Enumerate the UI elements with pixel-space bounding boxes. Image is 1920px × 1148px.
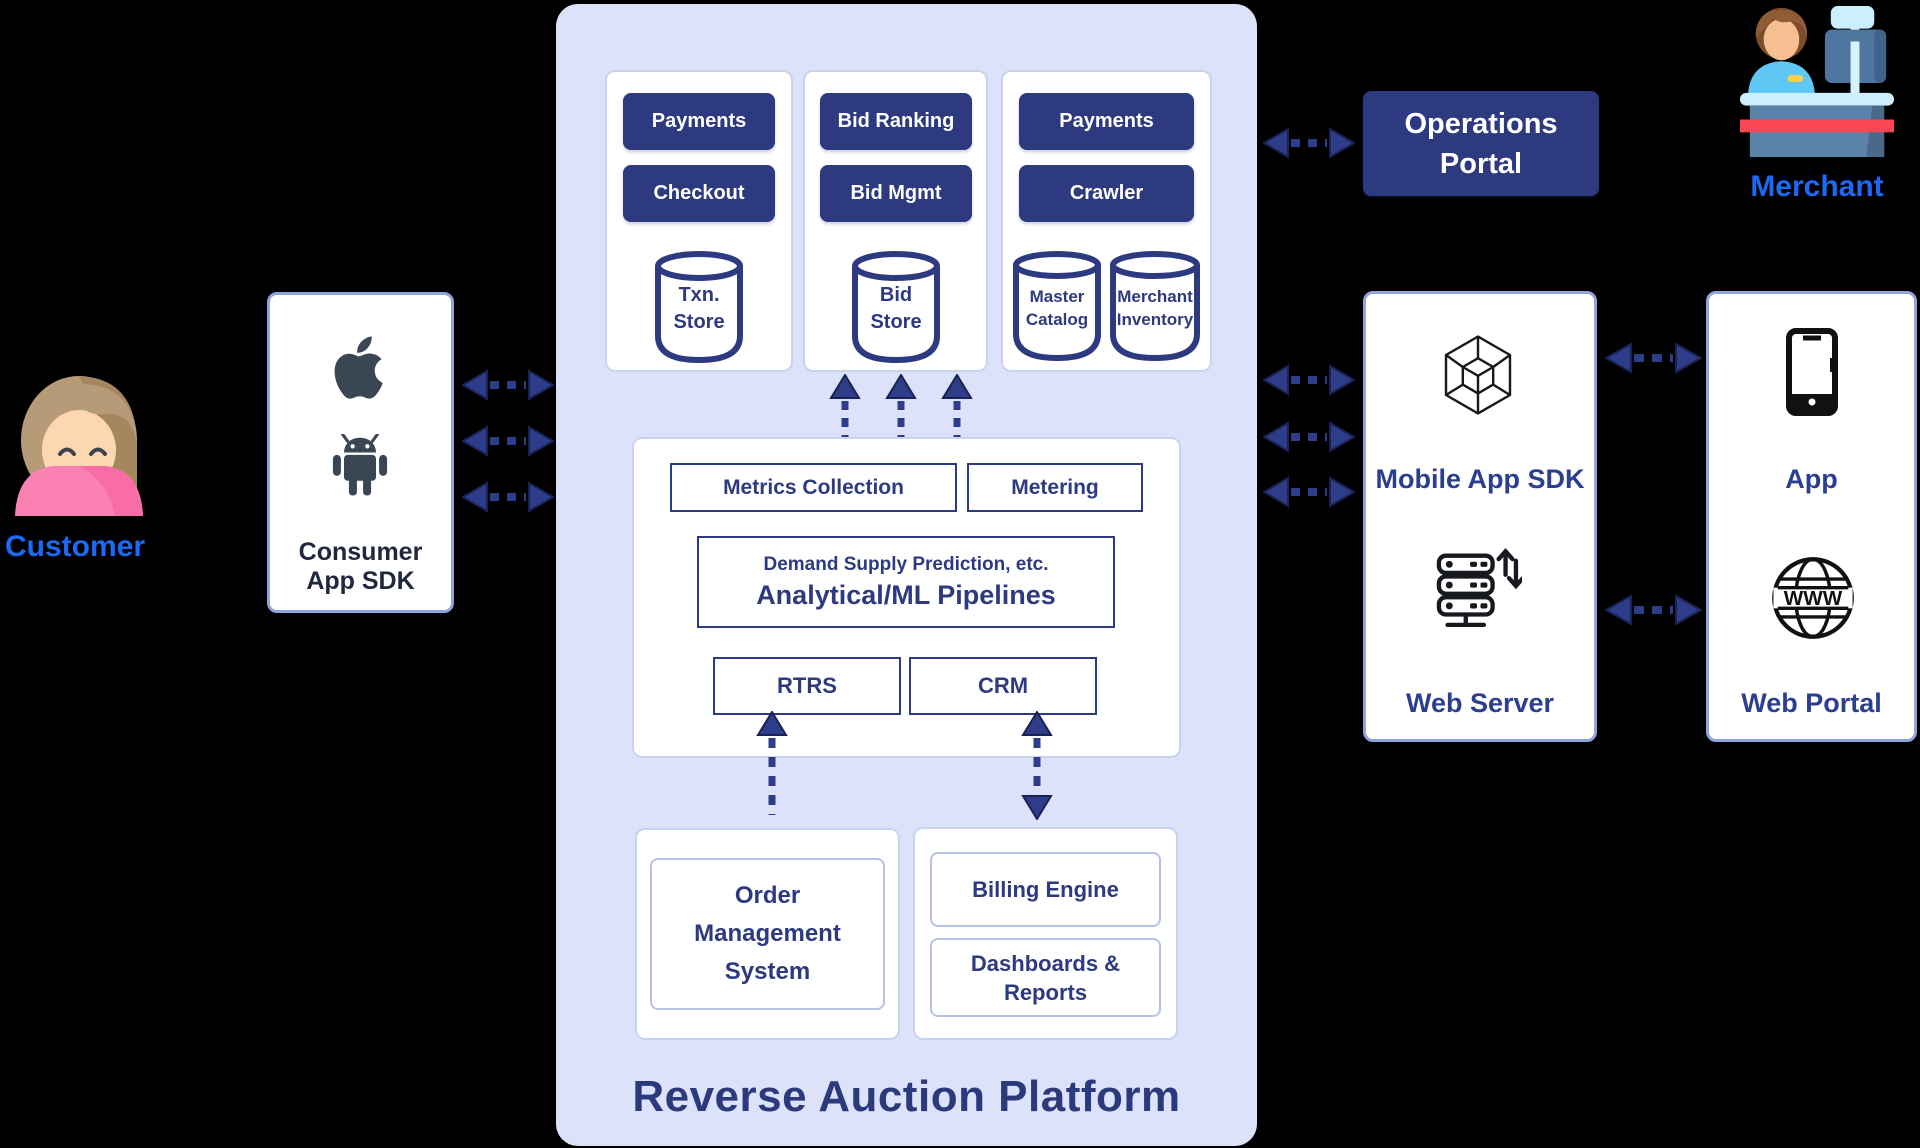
operations-portal-line2: Portal bbox=[1439, 147, 1523, 180]
dashed-arrow-consumer-1 bbox=[462, 369, 554, 401]
master-catalog-database: Master Catalog bbox=[1011, 250, 1103, 362]
oms-line3: System bbox=[724, 958, 811, 985]
bid-ranking-service: Bid Ranking bbox=[820, 93, 972, 150]
www-globe-icon: WWW bbox=[1772, 557, 1854, 639]
app-web-portal-box bbox=[1706, 291, 1917, 742]
merchant-label: Merchant bbox=[1750, 170, 1884, 203]
database-cylinder-icon bbox=[1110, 251, 1200, 362]
customer-icon bbox=[15, 376, 143, 516]
txn-store-label: Txn. Store bbox=[673, 284, 725, 333]
billing-engine: Billing Engine bbox=[930, 852, 1161, 927]
metering-label: Metering bbox=[1011, 475, 1099, 499]
database-cylinder-icon bbox=[1013, 251, 1101, 362]
merchant-inventory-database: Merchant Inventory bbox=[1108, 250, 1202, 362]
platform-title: Reverse Auction Platform bbox=[632, 1072, 1181, 1121]
order-management-system: Order Management System bbox=[650, 858, 885, 1010]
metrics-collection-label: Metrics Collection bbox=[723, 475, 904, 499]
database-cylinder-icon bbox=[655, 251, 743, 364]
payments-service-label: Payments bbox=[651, 110, 747, 132]
checkout-service-label: Checkout bbox=[653, 182, 745, 204]
merchant-inventory-label: Merchant Inventory bbox=[1116, 287, 1194, 329]
merchant-icon bbox=[1739, 5, 1895, 158]
pipeline-title: Analytical/ML Pipelines bbox=[756, 579, 1056, 610]
mobile-app-sdk-label: Mobile App SDK bbox=[1375, 464, 1585, 494]
mobile-sdk-box bbox=[1363, 291, 1597, 742]
dashed-arrow-rtrs-oms bbox=[756, 711, 788, 815]
web-portal-label: Web Portal bbox=[1741, 688, 1882, 718]
database-cylinder-icon bbox=[852, 251, 940, 364]
cube-sdk-icon bbox=[1444, 335, 1512, 415]
operations-portal-line1: Operations bbox=[1404, 107, 1558, 140]
dashed-arrow-sdk-app bbox=[1605, 342, 1702, 374]
globe-www-text: WWW bbox=[1784, 587, 1843, 610]
payments-service: Payments bbox=[623, 93, 775, 150]
oms-line1: Order bbox=[734, 882, 801, 909]
consumer-app-sdk-label: Consumer App SDK bbox=[298, 538, 423, 595]
analytical-ml-pipelines-service: Demand Supply Prediction, etc. Analytica… bbox=[697, 536, 1115, 628]
dashboards-line1: Dashboards & bbox=[970, 950, 1121, 976]
master-catalog-label: Master Catalog bbox=[1025, 287, 1089, 329]
bid-store-label: Bid Store bbox=[870, 284, 922, 333]
bid-store-database: Bid Store bbox=[849, 250, 943, 364]
bid-mgmt-service: Bid Mgmt bbox=[820, 165, 972, 222]
rtrs-service: RTRS bbox=[713, 657, 901, 715]
dashed-arrow-server-portal bbox=[1605, 594, 1702, 626]
crm-service: CRM bbox=[909, 657, 1097, 715]
dashed-arrow-consumer-2 bbox=[462, 425, 554, 457]
apple-icon bbox=[334, 336, 383, 399]
dashboards-reports: Dashboards & Reports bbox=[930, 938, 1161, 1017]
dashed-arrow-mobile-2 bbox=[1263, 421, 1355, 453]
customer-label: Customer bbox=[4, 530, 146, 563]
rtrs-label: RTRS bbox=[777, 673, 837, 698]
payments-service-2: Payments bbox=[1019, 93, 1194, 150]
txn-store-database: Txn. Store bbox=[652, 250, 746, 364]
billing-engine-label: Billing Engine bbox=[972, 876, 1119, 902]
dashboards-line2: Reports bbox=[1003, 979, 1088, 1005]
crm-label: CRM bbox=[977, 673, 1029, 698]
crawler-service: Crawler bbox=[1019, 165, 1194, 222]
dashed-arrow-ops-portal bbox=[1263, 127, 1355, 159]
dashed-arrow-crm-billing bbox=[1021, 711, 1053, 820]
bid-ranking-label: Bid Ranking bbox=[837, 110, 955, 132]
bid-mgmt-label: Bid Mgmt bbox=[850, 182, 942, 204]
web-server-label: Web Server bbox=[1405, 688, 1555, 718]
app-label: App bbox=[1785, 464, 1838, 494]
payments-2-label: Payments bbox=[1059, 110, 1154, 132]
dashed-arrow-consumer-3 bbox=[462, 481, 554, 513]
pipeline-subtitle: Demand Supply Prediction, etc. bbox=[763, 553, 1049, 575]
crawler-label: Crawler bbox=[1069, 182, 1144, 204]
operations-portal: Operations Portal bbox=[1363, 91, 1599, 196]
android-icon bbox=[332, 434, 388, 496]
smartphone-icon bbox=[1786, 328, 1838, 416]
oms-line2: Management bbox=[694, 920, 841, 947]
metrics-collection-service: Metrics Collection bbox=[670, 463, 957, 512]
dashed-arrow-mobile-1 bbox=[1263, 364, 1355, 396]
dashed-arrow-mobile-3 bbox=[1263, 476, 1355, 508]
checkout-service: Checkout bbox=[623, 165, 775, 222]
metering-service: Metering bbox=[967, 463, 1143, 512]
web-server-icon bbox=[1436, 548, 1522, 628]
